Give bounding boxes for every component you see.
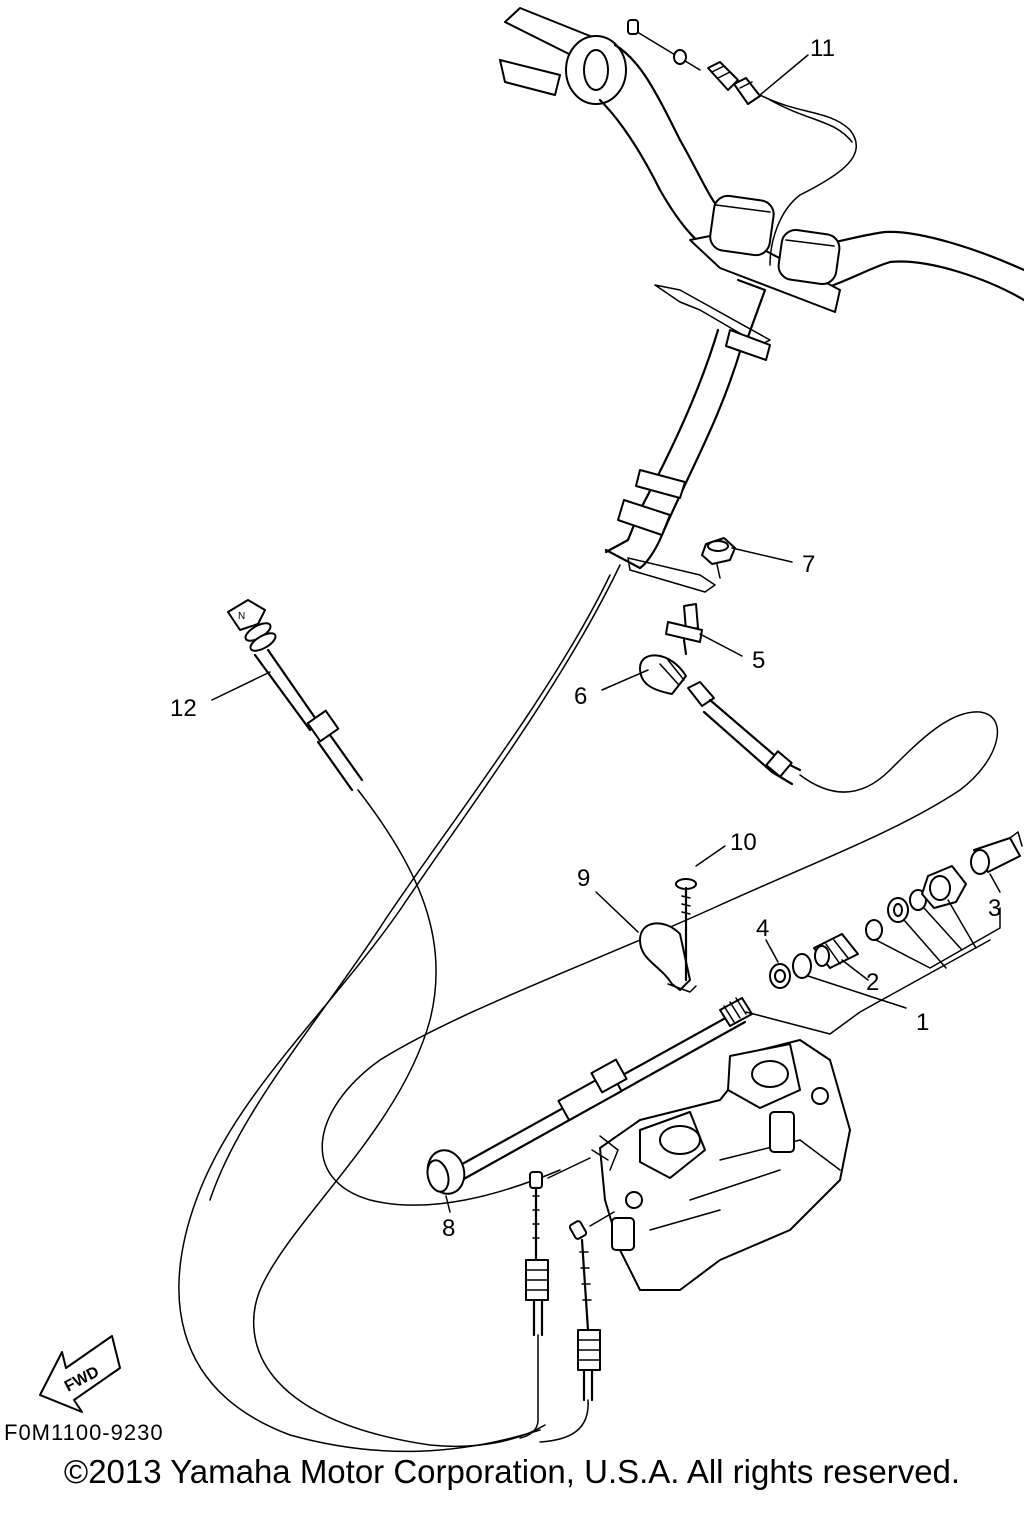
steering-cable-run bbox=[178, 564, 621, 1453]
fasteners-group bbox=[321, 537, 999, 1206]
callout-3: 3 bbox=[988, 895, 1001, 922]
carburetor-block bbox=[547, 1039, 851, 1291]
drawing-code: F0M1100-9230 bbox=[4, 1420, 164, 1445]
leader-lines bbox=[211, 54, 1001, 1213]
callout-11: 11 bbox=[810, 35, 835, 62]
lower-cable-assembly bbox=[426, 831, 1023, 1195]
copyright-notice: ©2013 Yamaha Motor Corporation, U.S.A. A… bbox=[63, 1453, 961, 1490]
callout-1: 1 bbox=[916, 1009, 929, 1036]
handlebar-assembly bbox=[499, 7, 1024, 313]
lower-throttle-cables bbox=[519, 1171, 601, 1443]
callout-10: 10 bbox=[730, 829, 757, 856]
callout-5: 5 bbox=[752, 647, 765, 674]
part-12-cable: N bbox=[227, 599, 546, 1448]
svg-text:N: N bbox=[238, 611, 245, 622]
callout-12: 12 bbox=[170, 695, 197, 722]
callout-7: 7 bbox=[802, 551, 815, 578]
steering-column bbox=[604, 278, 771, 593]
callout-8: 8 bbox=[442, 1215, 455, 1242]
callout-2: 2 bbox=[866, 969, 879, 996]
callout-labels: 11 7 5 6 12 10 9 3 4 2 1 8 bbox=[170, 35, 1001, 1242]
fwd-arrow-icon: FWD bbox=[39, 1335, 121, 1413]
callout-6: 6 bbox=[574, 683, 587, 710]
callout-9: 9 bbox=[577, 865, 590, 892]
callout-4: 4 bbox=[756, 915, 769, 942]
